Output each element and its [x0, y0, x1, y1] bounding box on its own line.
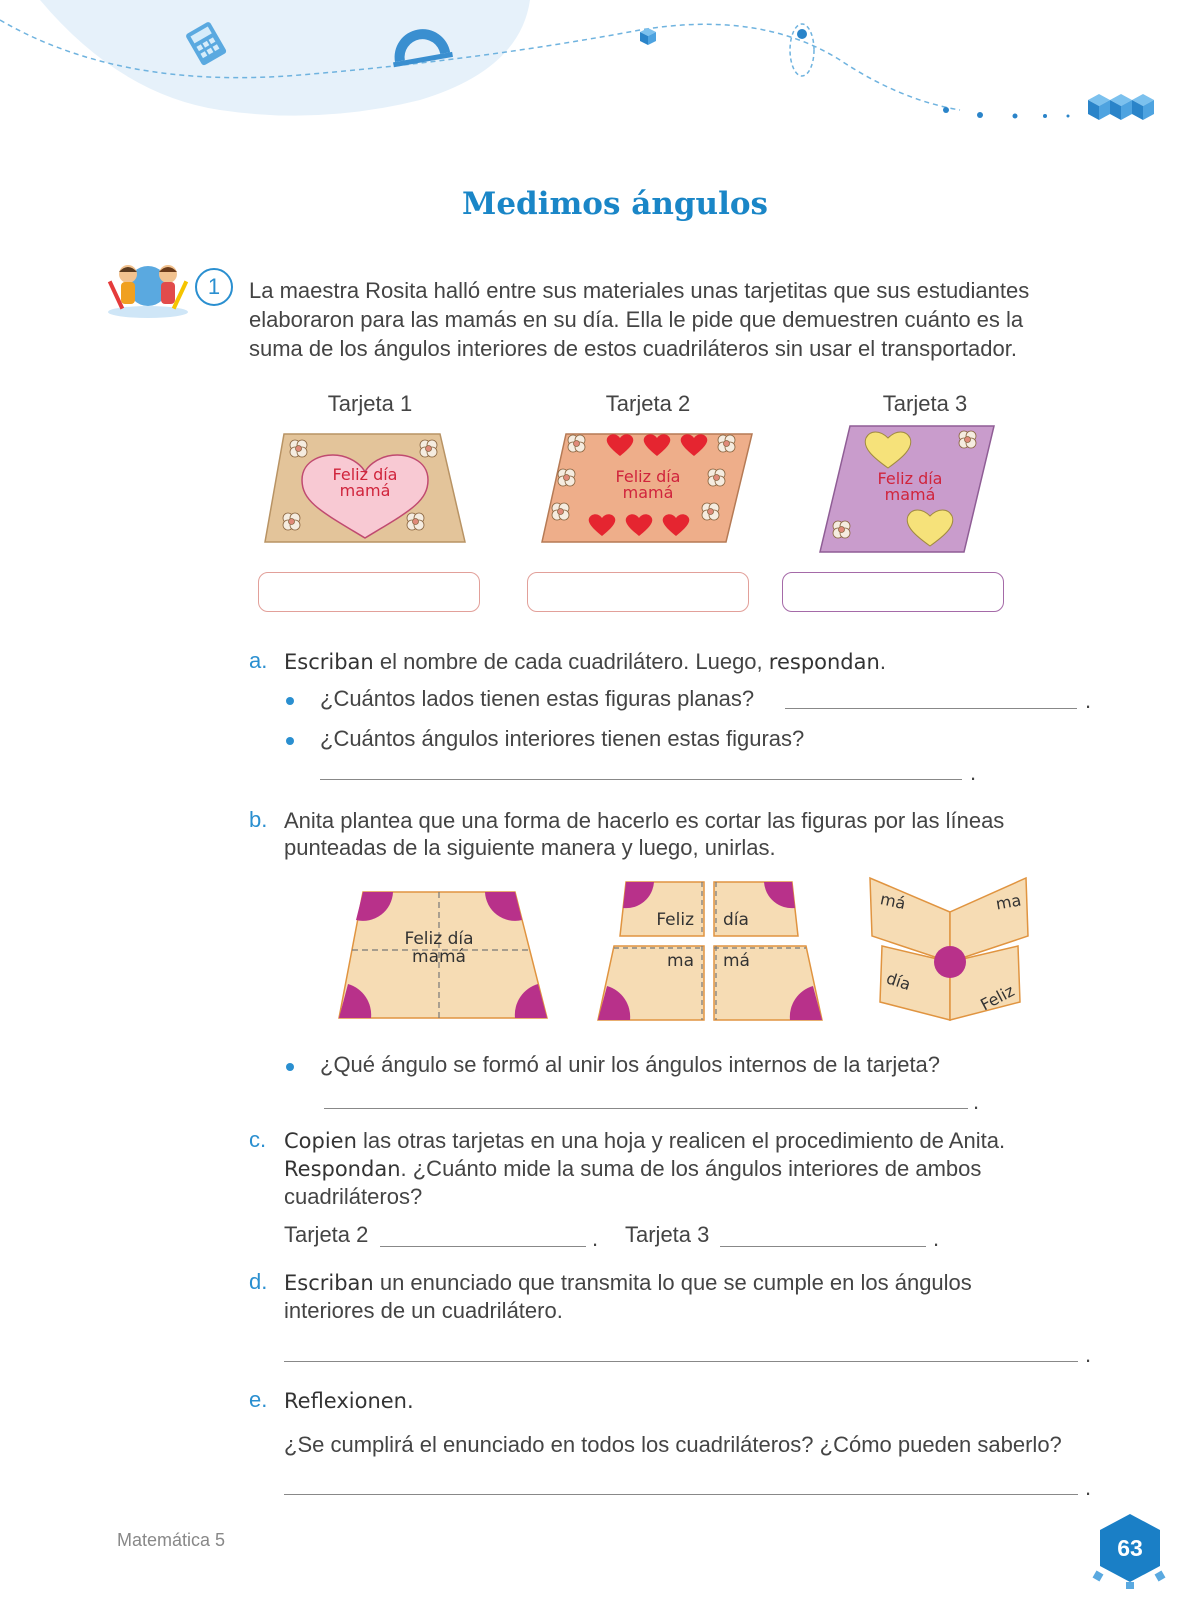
figure-1-text-line1: Feliz día — [404, 929, 473, 949]
question-b-text: Anita plantea que una forma de hacerlo e… — [284, 807, 1084, 861]
figure-3-piece-2: ma — [994, 890, 1022, 913]
question-c-line-3: cuadriláteros? — [284, 1184, 423, 1209]
question-d-line-2: interiores de un cuadrilátero. — [284, 1298, 563, 1323]
question-d-bold-1: Escriban — [284, 1271, 374, 1295]
intro-line: La maestra Rosita halló entre sus materi… — [249, 278, 1030, 303]
answer-label-tarjeta-2: Tarjeta 2 — [284, 1222, 369, 1247]
kids-illustration — [107, 265, 189, 318]
figure-2-piece-2: día — [723, 910, 749, 930]
question-e-letter: e. — [249, 1387, 268, 1412]
answer-label-tarjeta-3: Tarjeta 3 — [625, 1222, 710, 1247]
bullet-icon — [286, 737, 294, 745]
question-c-bold-1: Copien — [284, 1129, 357, 1153]
card-3-text-line1: Feliz día — [878, 469, 943, 488]
intro-line: suma de los ángulos interiores de estos … — [249, 336, 1017, 361]
answer-line-c2[interactable] — [720, 1246, 926, 1247]
figure-2-piece-4: má — [723, 951, 750, 971]
question-a-text-2: . — [879, 649, 886, 674]
figure-3-piece-1: má — [879, 889, 908, 913]
question-a-text-1: el nombre de cada cuadrilátero. Luego, — [373, 649, 769, 674]
cubes-icon — [1088, 94, 1154, 120]
answer-line-b[interactable] — [324, 1108, 968, 1109]
question-a-text: Escriban el nombre de cada cuadrilátero.… — [284, 648, 1084, 676]
period: . — [1085, 688, 1092, 713]
question-d-letter: d. — [249, 1269, 268, 1294]
question-e-heading: Reflexionen. — [284, 1387, 1084, 1415]
calculator-icon — [186, 22, 227, 66]
card-label-1: Tarjeta 1 — [327, 391, 413, 416]
answer-line-e[interactable] — [284, 1494, 1078, 1495]
figure-cut-pieces: Feliz día ma má — [597, 881, 823, 1021]
intro-line: elaboraron para las mamás en su día. Ell… — [249, 307, 1024, 332]
figure-2-piece-3: ma — [667, 951, 694, 971]
heart-icons — [588, 434, 708, 536]
period: . — [592, 1226, 599, 1251]
card-1-text-line1: Feliz día — [333, 465, 398, 484]
question-c-text-1: las otras tarjetas en una hoja y realice… — [356, 1128, 1006, 1153]
card-1-trapezoid: Feliz día mamá — [264, 433, 466, 543]
question-a-bold-2: respondan — [768, 650, 880, 674]
period: . — [973, 1089, 980, 1114]
activity-intro: La maestra Rosita halló entre sus materi… — [249, 276, 1029, 363]
card-3-text-line2: mamá — [885, 485, 936, 504]
card-3-name-input[interactable] — [782, 572, 1004, 612]
card-1-name-input[interactable] — [258, 572, 480, 612]
card-label-2: Tarjeta 2 — [605, 391, 691, 416]
card-2-parallelogram: Feliz día mamá — [541, 433, 753, 543]
question-d-text: Escriban un enunciado que transmita lo q… — [284, 1269, 1084, 1324]
page-number: 63 — [1117, 1535, 1143, 1561]
question-a-letter: a. — [249, 648, 268, 673]
activity-number: 1 — [195, 268, 233, 306]
card-2-text-line1: Feliz día — [616, 467, 681, 486]
header-decoration — [0, 0, 1154, 120]
question-d-text-1: un enunciado que transmita lo que se cum… — [373, 1270, 972, 1295]
page-title: Medimos ángulos — [462, 186, 768, 222]
card-3-rhombus: Feliz día mamá — [819, 425, 995, 553]
figure-1-text-line2: mamá — [412, 947, 466, 967]
period: . — [970, 760, 977, 785]
bullet-icon — [286, 1063, 294, 1071]
period: . — [1085, 1342, 1092, 1367]
page-number-badge: 63 — [1092, 1514, 1166, 1589]
question-e-bold: Reflexionen. — [284, 1389, 414, 1413]
question-c-text-2: . ¿Cuánto mide la suma de los ángulos in… — [400, 1156, 982, 1181]
card-2-text-line2: mamá — [623, 483, 674, 502]
question-b-letter: b. — [249, 807, 268, 832]
figure-2-piece-1: Feliz — [656, 910, 694, 930]
figure-joined-angles: má ma día Feliz — [869, 876, 1029, 1021]
question-b-bullet: ¿Qué ángulo se formó al unir los ángulos… — [320, 1052, 941, 1077]
flower-icon — [832, 430, 977, 539]
question-a-bullet-2: ¿Cuántos ángulos interiores tienen estas… — [320, 726, 805, 751]
flower-icon — [282, 439, 438, 531]
figure-trapezoid-cut-lines: Feliz día mamá — [338, 891, 548, 1019]
question-c-bold-2: Respondan — [284, 1157, 401, 1181]
footer-book-title: Matemática 5 — [117, 1530, 226, 1550]
question-a-bullet-1: ¿Cuántos lados tienen estas figuras plan… — [320, 686, 755, 711]
question-c-text: Copien las otras tarjetas en una hoja y … — [284, 1127, 1084, 1210]
question-b-line-1: Anita plantea que una forma de hacerlo e… — [284, 808, 1005, 833]
period: . — [933, 1226, 940, 1251]
card-1-text-line2: mamá — [340, 481, 391, 500]
card-label-3: Tarjeta 3 — [882, 391, 968, 416]
question-a-bold-1: Escriban — [284, 650, 374, 674]
question-c-letter: c. — [249, 1127, 267, 1152]
answer-line-c1[interactable] — [380, 1246, 586, 1247]
answer-line-a2[interactable] — [320, 779, 962, 780]
flower-icon — [551, 434, 736, 521]
bullet-icon — [286, 697, 294, 705]
cube-icon — [640, 28, 656, 45]
protractor-icon — [393, 29, 453, 68]
answer-line-d[interactable] — [284, 1361, 1078, 1362]
question-e-text: ¿Se cumplirá el enunciado en todos los c… — [284, 1432, 1062, 1457]
period: . — [1085, 1475, 1092, 1500]
card-2-name-input[interactable] — [527, 572, 749, 612]
answer-line-a1[interactable] — [785, 708, 1077, 709]
question-b-line-2: punteadas de la siguiente manera y luego… — [284, 835, 776, 860]
